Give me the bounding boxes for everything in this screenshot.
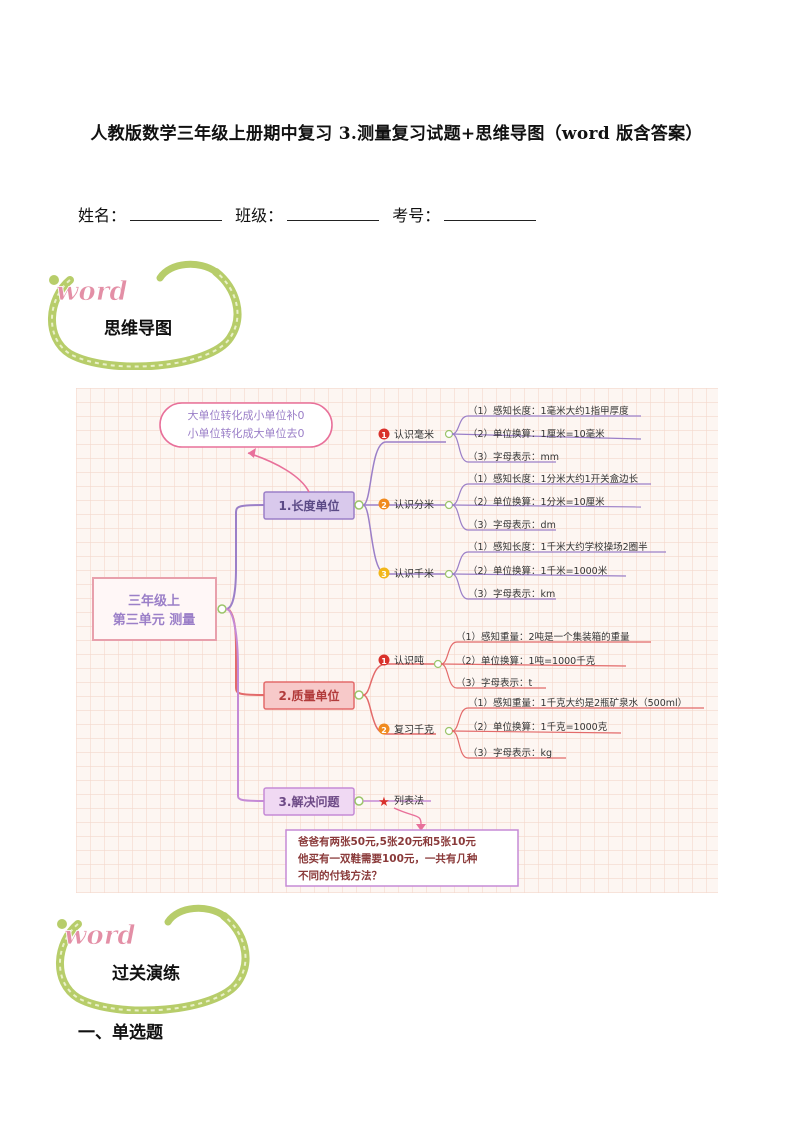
problem-line1: 爸爸有两张50元,5张20元和5张10元 [297, 835, 476, 848]
note-line1: 大单位转化成小单位补0 [188, 408, 305, 422]
sub-label-ton: 认识吨 [394, 654, 424, 667]
svg-text:2: 2 [381, 726, 387, 735]
svg-text:（2）单位换算：1厘米=10毫米: （2）单位换算：1厘米=10毫米 [468, 428, 605, 440]
star-icon: ★ [378, 795, 390, 810]
badge-word-text: word [64, 921, 136, 951]
part-heading-single-choice: 一、单选题 [78, 1023, 163, 1043]
svg-text:（3）字母表示：mm: （3）字母表示：mm [468, 451, 559, 463]
note-line2: 小单位转化成大单位去0 [188, 426, 305, 440]
branch-mass-node [263, 681, 355, 710]
root-line1: 三年级上 [128, 593, 180, 609]
number-badge-icon [378, 723, 390, 735]
svg-text:（1）感知重量：1千克大约是2瓶矿泉水（500ml）: （1）感知重量：1千克大约是2瓶矿泉水（500ml） [468, 697, 687, 709]
mindmap: 三年级上 第三单元 测量 1.长度单位 大单位转化成小单位补0 小单位转化成大单… [76, 388, 718, 893]
exam-number-blank[interactable] [444, 206, 537, 221]
svg-text:（2）单位换算：1吨=1000千克: （2）单位换算：1吨=1000千克 [456, 655, 596, 667]
exam-number-label: 考号： [392, 206, 441, 225]
number-badge-icon [378, 428, 390, 440]
student-info-line: 姓名： 班级： 考号： [78, 202, 544, 226]
svg-text:2: 2 [381, 501, 387, 510]
class-label: 班级： [235, 206, 284, 225]
name-label: 姓名： [78, 206, 127, 225]
svg-text:（3）字母表示：dm: （3）字母表示：dm [468, 519, 556, 531]
svg-text:（3）字母表示：t: （3）字母表示：t [456, 677, 533, 689]
svg-text:（3）字母表示：km: （3）字母表示：km [468, 588, 555, 600]
number-badge-icon [378, 567, 390, 579]
svg-text:（1）感知长度：1毫米大约1指甲厚度: （1）感知长度：1毫米大约1指甲厚度 [468, 405, 629, 417]
branch-solve-label: 3.解决问题 [279, 794, 341, 809]
svg-text:（1）感知长度：1千米大约学校操场2圈半: （1）感知长度：1千米大约学校操场2圈半 [468, 541, 648, 553]
branch-mass-label: 2.质量单位 [279, 688, 340, 703]
document-title: 人教版数学三年级上册期中复习 3.测量复习试题+思维导图（word 版含答案） [90, 124, 703, 144]
branch-solve-node [263, 787, 355, 816]
svg-text:1: 1 [381, 657, 387, 666]
svg-text:（2）单位换算：1千克=1000克: （2）单位换算：1千克=1000克 [468, 721, 608, 733]
svg-text:（2）单位换算：1分米=10厘米: （2）单位换算：1分米=10厘米 [468, 496, 605, 508]
svg-text:3: 3 [381, 570, 387, 579]
number-badge-icon [378, 498, 390, 510]
number-badge-icon [378, 654, 390, 666]
badge-word-text: word [56, 277, 128, 307]
problem-line2: 他买有一双鞋需要100元，一共有几种 [297, 852, 478, 865]
sub-label-mm: 认识毫米 [394, 428, 434, 441]
root-line2: 第三单元 测量 [113, 612, 196, 628]
svg-text:1: 1 [381, 431, 387, 440]
method-label: 列表法 [394, 794, 424, 807]
svg-text:（1）感知重量：2吨是一个集装箱的重量: （1）感知重量：2吨是一个集装箱的重量 [456, 631, 630, 643]
branch-length-label: 1.长度单位 [279, 498, 340, 513]
sub-label-km: 认识千米 [394, 567, 434, 580]
section-practice-label: 过关演练 [112, 964, 180, 984]
svg-text:（1）感知长度：1分米大约1开关盒边长: （1）感知长度：1分米大约1开关盒边长 [468, 473, 639, 485]
svg-text:（2）单位换算：1千米=1000米: （2）单位换算：1千米=1000米 [468, 565, 608, 577]
sub-label-dm: 认识分米 [394, 498, 434, 511]
note-bubble [159, 402, 333, 448]
name-blank[interactable] [130, 206, 223, 221]
problem-box [285, 829, 519, 887]
class-blank[interactable] [287, 206, 380, 221]
word-badge-decoration: word [56, 904, 250, 1014]
root-node [92, 577, 217, 641]
word-badge-decoration: word [48, 260, 242, 370]
sub-label-kg: 复习千克 [394, 723, 434, 736]
problem-line3: 不同的付钱方法？ [298, 869, 382, 882]
svg-text:（3）字母表示：kg: （3）字母表示：kg [468, 747, 552, 759]
section-mindmap-label: 思维导图 [104, 319, 172, 339]
